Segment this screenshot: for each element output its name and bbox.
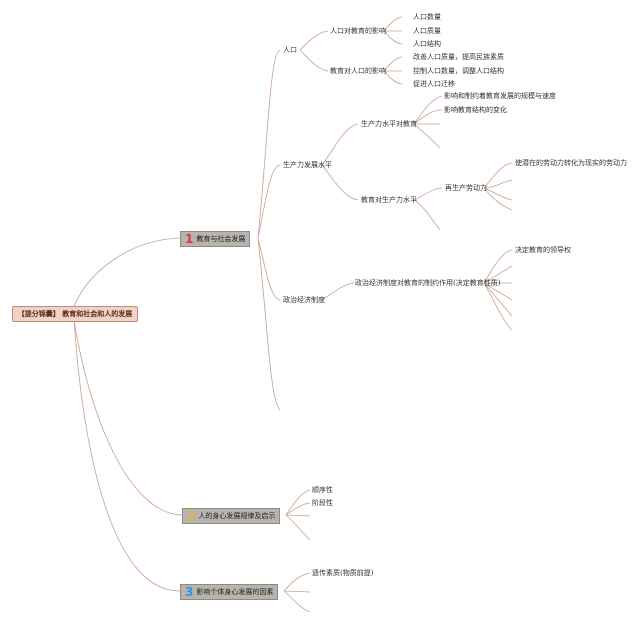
node-political-economic-system: 政治经济制度 (283, 296, 325, 304)
node-productivity-on-education: 生产力水平对教育 (361, 120, 417, 128)
branch-1-number: 1 (185, 232, 194, 246)
branch-1-label: 教育与社会发展 (196, 235, 246, 243)
line-b1-people (257, 49, 281, 239)
node-population: 人口 (283, 46, 297, 54)
line-root-b3 (73, 319, 181, 592)
line-b1-empty (257, 237, 281, 411)
leaf: 人口质量 (413, 27, 441, 35)
node-population-on-education: 人口对教育的影响 (330, 27, 386, 35)
leaf: 顺序性 (312, 486, 333, 494)
line-people-b (299, 49, 329, 72)
node-education-on-productivity: 教育对生产力水平 (361, 196, 417, 204)
node-reproduce-labor: 再生产劳动力 (445, 184, 487, 192)
line-root-b2 (73, 319, 183, 516)
leaf: 决定教育的领导权 (515, 246, 571, 254)
leaf: 促进人口迁移 (413, 80, 455, 88)
line-people-a (299, 30, 329, 51)
node-education-on-population: 教育对人口的影响 (330, 67, 386, 75)
line-root-b1 (73, 237, 181, 307)
leaf: 人口结构 (413, 40, 441, 48)
root-node: 【提分锦囊】 教育和社会和人的发展 (12, 306, 138, 322)
leaf: 阶段性 (312, 499, 333, 507)
node-productivity: 生产力发展水平 (283, 161, 332, 169)
branch-3-label: 影响个体身心发展的因素 (196, 588, 274, 596)
leaf: 遗传素质(物质前提) (312, 569, 374, 577)
line-b1-prod (257, 164, 281, 239)
branch-2-number: 2 (187, 509, 196, 523)
leaf: 使潜在的劳动力转化为现实的劳动力 (515, 159, 627, 167)
leaf: 影响和制约着教育发展的规模与速度 (444, 92, 556, 100)
leaf: 控制人口数量，调整人口结构 (413, 67, 504, 75)
branch-3-number: 3 (185, 585, 194, 599)
node-political-constraint: 政治经济制度对教育的制约作用(决定教育性质) (355, 279, 501, 287)
leaf: 影响教育结构的变化 (444, 106, 507, 114)
leaf: 人口数量 (413, 13, 441, 21)
branch-2-label: 人的身心发展规律及启示 (198, 512, 276, 520)
leaf: 改善人口质量，提高民族素质 (413, 53, 504, 61)
line-b1-pol (257, 237, 281, 301)
